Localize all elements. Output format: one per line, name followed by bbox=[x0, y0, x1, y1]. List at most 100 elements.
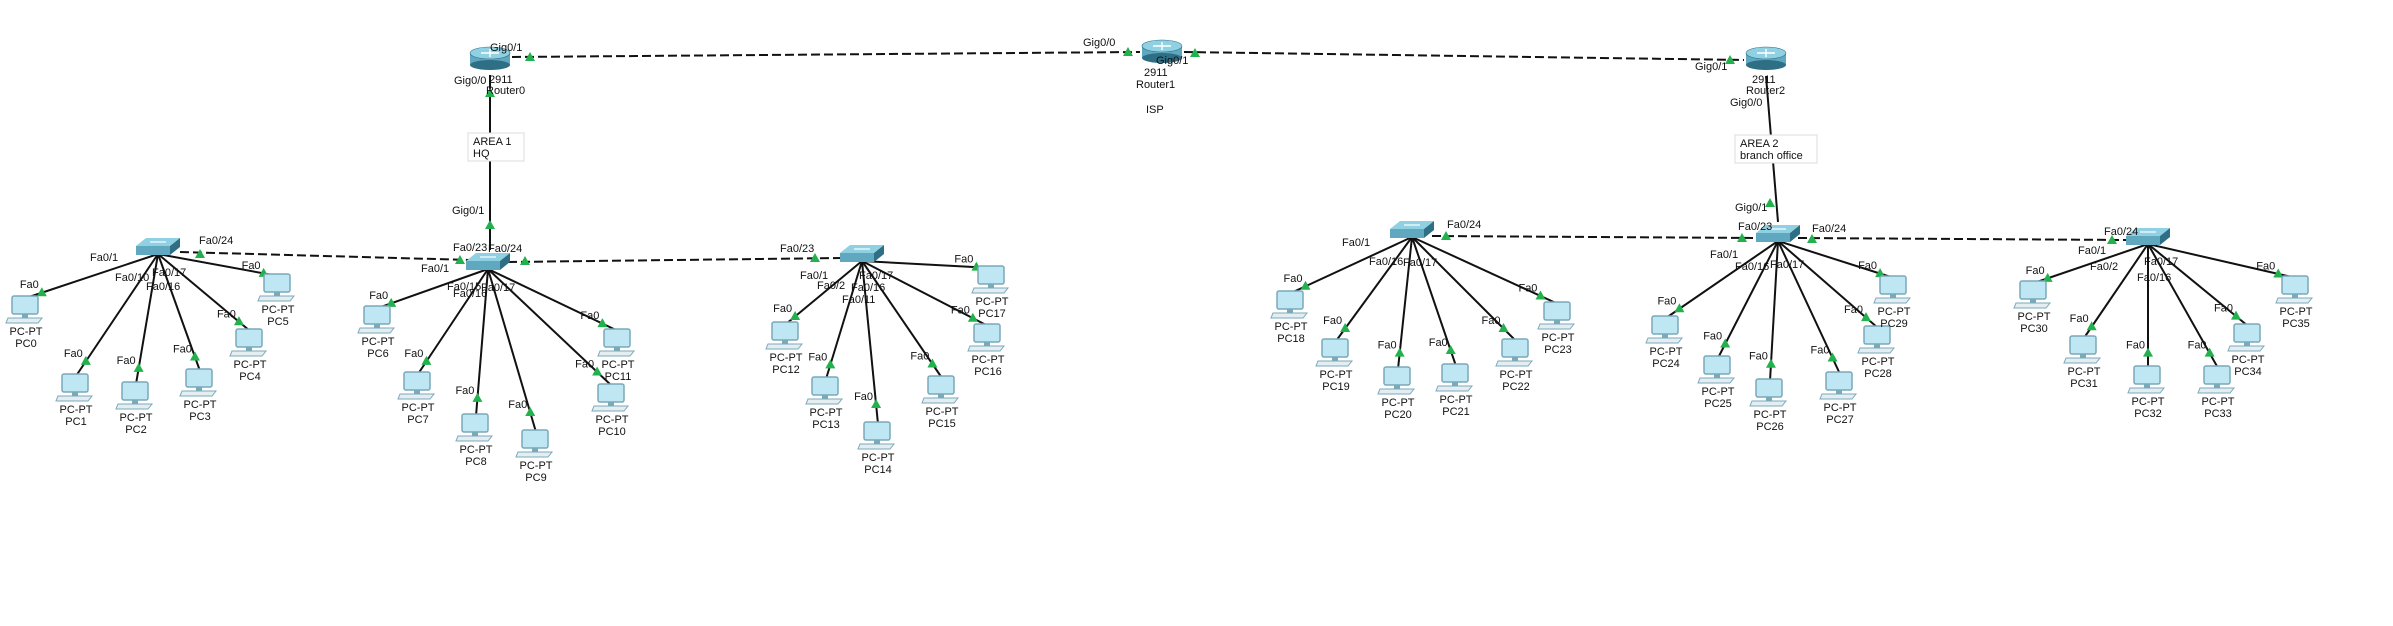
pc-monitor-icon bbox=[771, 321, 799, 341]
pc-layer: Fa0PC-PTPC0Fa0PC-PTPC1Fa0PC-PTPC2Fa0PC-P… bbox=[5, 254, 2314, 484]
pc-monitor-icon bbox=[1543, 301, 1571, 321]
switch-front bbox=[840, 253, 874, 262]
router-router1[interactable] bbox=[1141, 39, 1183, 63]
switch-s4[interactable] bbox=[1756, 225, 1800, 242]
port-led-pc0 bbox=[36, 287, 47, 297]
pc19-name: PC19 bbox=[1322, 381, 1350, 393]
pc-monitor-icon bbox=[2019, 280, 2047, 300]
devices-layer bbox=[136, 39, 2170, 270]
pc13-name: PC13 bbox=[812, 419, 840, 431]
port-led-pc6 bbox=[386, 297, 397, 307]
port-led-pc31 bbox=[2086, 321, 2097, 331]
switch3-port-fa0-17: Fa0/17 bbox=[1403, 257, 1437, 269]
switch-s2[interactable] bbox=[840, 245, 884, 262]
switch-s0[interactable] bbox=[136, 238, 180, 255]
switch1-port-fa0-16: Fa0/16 bbox=[453, 288, 487, 300]
port-led-pc30 bbox=[2042, 272, 2053, 282]
pc18-name: PC18 bbox=[1277, 333, 1305, 345]
pc10-name: PC10 bbox=[598, 426, 626, 438]
pc1-port-label: Fa0 bbox=[64, 348, 83, 360]
port-led-pc13 bbox=[825, 359, 836, 369]
switch-s3[interactable] bbox=[1390, 221, 1434, 238]
pc-monitor-icon bbox=[185, 368, 213, 388]
pc1-name: PC1 bbox=[65, 416, 86, 428]
link-s3-pc18 bbox=[1290, 236, 1413, 294]
router-router0[interactable] bbox=[469, 46, 511, 70]
pc-keyboard-icon bbox=[1315, 360, 1354, 367]
area-1-label-box bbox=[467, 132, 525, 162]
pc18-type: PC-PT bbox=[1275, 321, 1308, 333]
pc21-type: PC-PT bbox=[1440, 394, 1473, 406]
area-2-subtitle: branch office bbox=[1740, 150, 1803, 162]
router1-caption: ISP bbox=[1146, 104, 1164, 116]
switch-s1[interactable] bbox=[466, 253, 510, 270]
link-s0-pc0 bbox=[25, 253, 159, 299]
router-router2[interactable] bbox=[1745, 46, 1787, 70]
pc16-name: PC16 bbox=[974, 366, 1002, 378]
pc-stand bbox=[1662, 334, 1668, 338]
pc4-name: PC4 bbox=[239, 371, 260, 383]
pc-keyboard-icon bbox=[1495, 360, 1534, 367]
pc34-name: PC34 bbox=[2234, 366, 2262, 378]
pc22-type: PC-PT bbox=[1500, 369, 1533, 381]
link-s4-pc28 bbox=[1777, 240, 1879, 329]
pc13-type: PC-PT bbox=[810, 407, 843, 419]
pc28-name: PC28 bbox=[1864, 368, 1892, 380]
pc9-name: PC9 bbox=[525, 472, 546, 484]
pc35-type: PC-PT bbox=[2280, 306, 2313, 318]
pc-keyboard-icon bbox=[2275, 297, 2314, 304]
pc1-type: PC-PT bbox=[60, 404, 93, 416]
link-s4-pc26 bbox=[1769, 240, 1779, 382]
pc11-port-label: Fa0 bbox=[580, 310, 599, 322]
link-s5-pc33 bbox=[2147, 243, 2219, 369]
port-led-pc16 bbox=[967, 312, 978, 322]
router1-port-gig0-0: Gig0/0 bbox=[1083, 37, 1115, 49]
pc35-port-label: Fa0 bbox=[2256, 260, 2275, 272]
switch-s5[interactable] bbox=[2126, 228, 2170, 245]
pc-monitor-icon bbox=[1441, 363, 1469, 383]
pc25-type: PC-PT bbox=[1702, 386, 1735, 398]
pc25-name: PC25 bbox=[1704, 398, 1732, 410]
pc17-type: PC-PT bbox=[976, 296, 1009, 308]
port-led-switch1-fa0-23 bbox=[455, 255, 465, 264]
pc20-name: PC20 bbox=[1384, 409, 1412, 421]
pc-keyboard-icon bbox=[1749, 400, 1788, 407]
